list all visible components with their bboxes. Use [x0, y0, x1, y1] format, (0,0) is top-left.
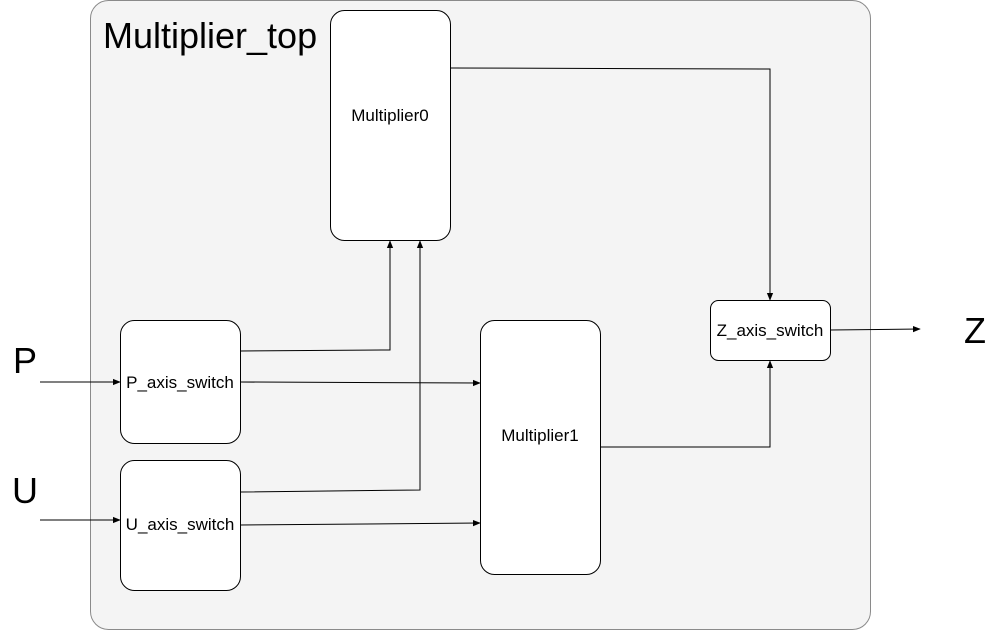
- block-u-axis-switch[interactable]: U_axis_switch: [120, 460, 241, 591]
- multiplier1-box: [480, 320, 601, 575]
- wire-multiplier0-to-z-axis-switch: [450, 67, 774, 301]
- block-multiplier0[interactable]: Multiplier0: [330, 10, 451, 241]
- wire-multiplier1-to-z-axis-switch: [600, 360, 774, 448]
- multiplier-top-frame: [90, 0, 871, 630]
- multiplier-top-label: Multiplier_top: [103, 15, 317, 56]
- wire-u-axis-switch-to-multiplier1: [239, 519, 481, 527]
- u-axis-switch-box: [120, 460, 241, 591]
- port-p-label: P: [13, 340, 37, 381]
- z-axis-switch-label: Z_axis_switch: [717, 321, 824, 340]
- wire-p-axis-switch-to-multiplier1: [239, 379, 481, 387]
- multiplier0-label: Multiplier0: [351, 106, 428, 125]
- connections: [40, 67, 921, 527]
- wire-p-axis-switch-to-multiplier0: [239, 240, 394, 352]
- u-axis-switch-label: U_axis_switch: [126, 515, 235, 534]
- p-axis-switch-label: P_axis_switch: [126, 373, 234, 392]
- port-u-label: U: [12, 470, 38, 511]
- wire-u-axis-switch-to-multiplier0: [239, 240, 424, 493]
- wire-z-axis-switch-to-z: [829, 325, 921, 333]
- multiplier0-box: [330, 10, 451, 241]
- block-p-axis-switch[interactable]: P_axis_switch: [120, 320, 241, 444]
- multiplier-top-container[interactable]: Multiplier_top: [90, 0, 871, 630]
- z-axis-switch-box: [710, 300, 831, 361]
- block-multiplier1[interactable]: Multiplier1: [480, 320, 601, 575]
- block-z-axis-switch[interactable]: Z_axis_switch: [710, 300, 831, 361]
- port-z-label: Z: [964, 310, 986, 351]
- p-axis-switch-box: [120, 320, 241, 444]
- multiplier1-label: Multiplier1: [501, 426, 578, 445]
